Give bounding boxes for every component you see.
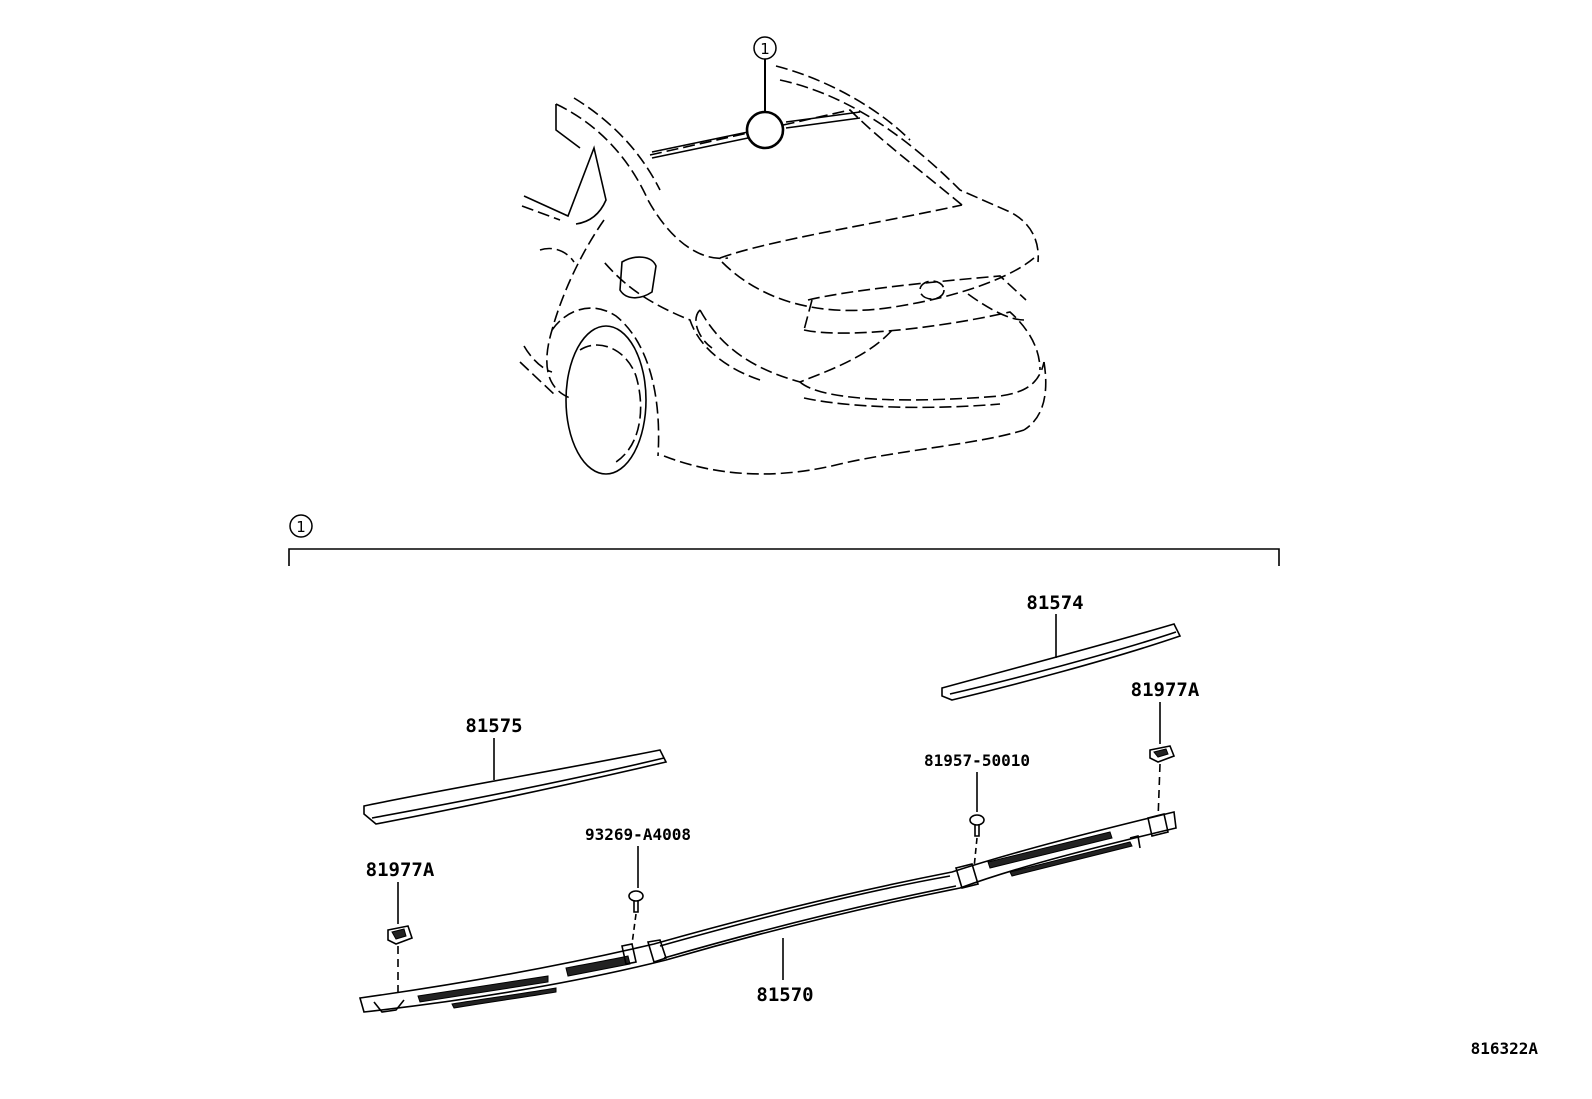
part-81977a-right: 81977A	[1131, 679, 1200, 821]
ref-marker-group-number: 1	[296, 518, 306, 536]
label-81977a-left: 81977A	[366, 859, 435, 881]
label-81574: 81574	[1026, 592, 1083, 614]
label-81957-50010: 81957-50010	[924, 751, 1030, 770]
group-bracket: 1	[288, 514, 1280, 566]
label-93269-a4008: 93269-A4008	[585, 825, 691, 844]
label-81575: 81575	[465, 715, 522, 737]
label-81570: 81570	[756, 984, 813, 1006]
part-81957-50010: 81957-50010	[924, 751, 1030, 869]
location-callout-circle	[745, 110, 785, 150]
ref-marker-top-number: 1	[760, 40, 770, 58]
diagram-code: 816322A	[1471, 1039, 1539, 1058]
part-81574: 81574	[941, 592, 1182, 701]
label-81977a-right: 81977A	[1131, 679, 1200, 701]
car-outline	[519, 65, 1047, 475]
part-81977a-left: 81977A	[366, 859, 435, 996]
ref-marker-top: 1	[745, 36, 785, 150]
part-93269-a4008: 93269-A4008	[585, 825, 691, 945]
part-81570: 81570	[358, 811, 1177, 1013]
part-81575: 81575	[363, 715, 668, 825]
